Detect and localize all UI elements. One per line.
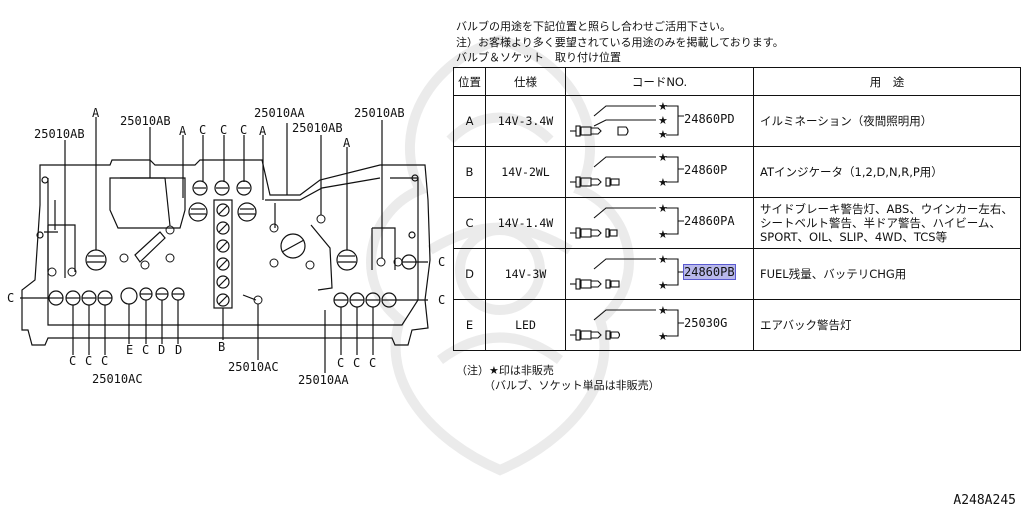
svg-text:★: ★ [658, 176, 668, 189]
intro-line: バルブ＆ソケット 取り付け位置 [456, 51, 621, 64]
letter-a: A [92, 106, 100, 120]
bulb-socket-icon: ★ ★ [570, 253, 684, 292]
svg-text:★: ★ [658, 228, 668, 241]
row-code: ★ ★ 25030G [565, 299, 754, 351]
led-socket-icon: ★ ★ [570, 304, 684, 343]
letter-c: C [220, 123, 228, 137]
part-label-25010ac-bottom-left: 25010AC [92, 372, 143, 386]
row-use: イルミネーション（夜間照明用） [753, 95, 1021, 147]
code-number: 24860PD [684, 112, 735, 126]
note-line: （注）★印は非販売 [456, 364, 554, 377]
part-label-25010ac-bottom-mid: 25010AC [228, 360, 279, 374]
table-row: A 14V-3.4W ★ ★ ★ 24860PD [453, 95, 1021, 147]
row-spec: 14V-2WL [485, 146, 566, 198]
row-spec: 14V-3.4W [485, 95, 566, 147]
figure-id: A248A245 [953, 493, 1016, 508]
svg-text:★: ★ [658, 202, 668, 215]
letter-a: A [179, 124, 187, 138]
row-use: エアバック警告灯 [753, 299, 1021, 351]
table-row: E LED ★ ★ 25030G エアバック警告灯 [453, 299, 1021, 351]
bulb-socket-icon: ★ ★ [570, 202, 684, 241]
part-label-25010ab-left: 25010AB [34, 127, 85, 141]
row-code: ★ ★ 24860P [565, 146, 754, 198]
header-spec: 仕様 [485, 67, 566, 96]
part-label-25010ab-right: 25010AB [354, 106, 405, 120]
svg-text:★: ★ [658, 304, 668, 317]
bulb-socket-icon: ★ ★ [570, 151, 684, 189]
header-code: コードNO. [565, 67, 754, 96]
header-use: 用 途 [753, 67, 1021, 96]
table-row: D 14V-3W ★ ★ 24860PB FUEL残量、バッテリCHG [453, 248, 1021, 300]
part-label-25010aa-bottom: 25010AA [298, 373, 349, 387]
svg-text:★: ★ [658, 100, 668, 113]
row-position: B [453, 146, 486, 198]
row-use: ATインジケータ（1,2,D,N,R,P用） [753, 146, 1021, 198]
row-use: FUEL残量、バッテリCHG用 [753, 248, 1021, 300]
part-label-25010ab-mid: 25010AB [120, 114, 171, 128]
svg-text:★: ★ [658, 253, 668, 266]
row-code: ★ ★ 24860PA [565, 197, 754, 249]
table-header-row: 位置 仕様 コードNO. 用 途 [453, 67, 1021, 96]
svg-text:★: ★ [658, 114, 668, 127]
svg-text:★: ★ [658, 330, 668, 343]
letter-c: C [438, 255, 446, 269]
letter-c: C [353, 356, 361, 370]
letter-c: C [337, 356, 345, 370]
letter-c: C [142, 343, 150, 357]
letter-c: C [438, 293, 446, 307]
svg-text:★: ★ [658, 128, 668, 141]
row-spec: LED [485, 299, 566, 351]
cluster-diagram [20, 117, 431, 373]
row-position: A [453, 95, 486, 147]
code-number-highlighted[interactable]: 24860PB [683, 264, 736, 280]
letter-c: C [69, 354, 77, 368]
cluster-housing-outline [21, 159, 431, 346]
note-line: （バルブ、ソケット単品は非販売） [484, 379, 660, 392]
table-row: B 14V-2WL ★ ★ 24860P ATインジケータ（1,2,D [453, 146, 1021, 198]
code-number: 24860P [684, 163, 728, 177]
intro-line: 注）お客様より多く要望されている用途のみを掲載しております。 [456, 36, 784, 49]
letter-b: B [218, 340, 226, 354]
letter-c: C [7, 291, 15, 305]
table-row: C 14V-1.4W ★ ★ 24860PA サイドブレーキ警告灯、A [453, 197, 1021, 249]
row-position: E [453, 299, 486, 351]
row-position: D [453, 248, 486, 300]
letter-c: C [369, 356, 377, 370]
letter-c: C [85, 354, 93, 368]
letter-c: C [101, 354, 109, 368]
bulb-socket-icon: ★ ★ ★ [570, 100, 684, 141]
part-label-25010ab-right-mid: 25010AB [292, 121, 343, 135]
letter-a: A [343, 136, 351, 150]
letter-e: E [126, 343, 134, 357]
svg-text:★: ★ [658, 279, 668, 292]
bulb-spec-table: 位置 仕様 コードNO. 用 途 A 14V-3.4W ★ ★ ★ [453, 67, 1021, 351]
row-position: C [453, 197, 486, 249]
row-code: ★ ★ 24860PB [565, 248, 754, 300]
svg-text:★: ★ [658, 151, 668, 164]
row-spec: 14V-3W [485, 248, 566, 300]
letter-c: C [199, 123, 207, 137]
letter-d: D [158, 343, 166, 357]
letter-c: C [240, 123, 248, 137]
row-code: ★ ★ ★ 24860PD [565, 95, 754, 147]
part-label-25010aa-top: 25010AA [254, 106, 305, 120]
letter-a: A [259, 124, 267, 138]
letter-d: D [175, 343, 183, 357]
header-position: 位置 [453, 67, 486, 96]
intro-line: バルブの用途を下記位置と照らし合わせご活用下さい。 [456, 20, 731, 33]
code-number: 25030G [684, 316, 728, 330]
row-spec: 14V-1.4W [485, 197, 566, 249]
code-number: 24860PA [684, 214, 735, 228]
row-use: サイドブレーキ警告灯、ABS、ウインカー左右、シートベルト警告、半ドア警告、ハイ… [753, 197, 1021, 249]
